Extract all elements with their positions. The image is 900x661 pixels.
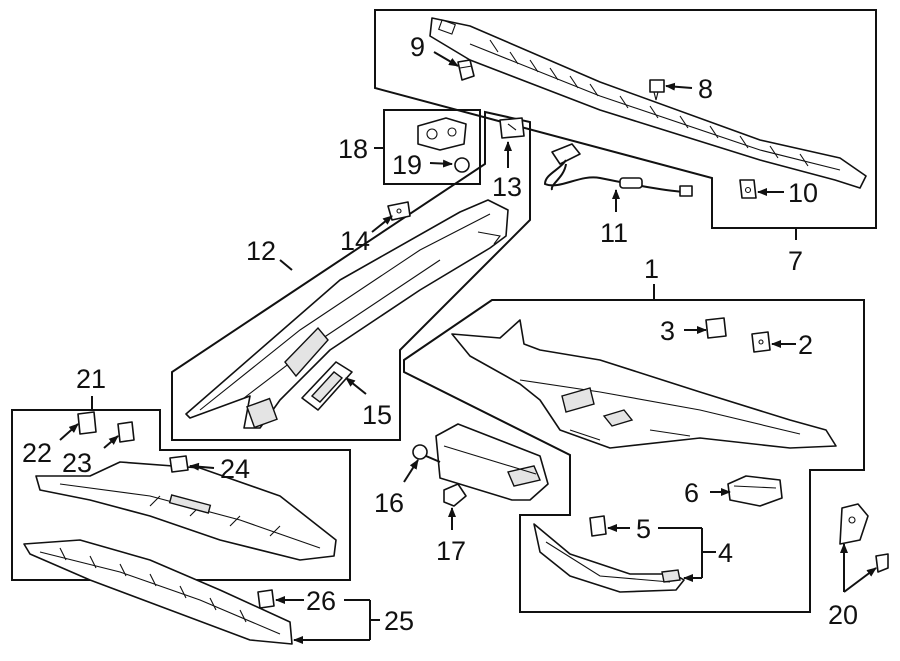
part-19-nut: [454, 157, 470, 173]
callout-9: 9: [410, 32, 425, 62]
callout-11: 11: [600, 218, 628, 248]
part-7-cross-bar: [429, 17, 867, 189]
part-20-bracket: [839, 503, 889, 573]
part-3-clip: [705, 317, 727, 339]
callout-7: 7: [788, 246, 803, 276]
callout-13: 13: [492, 172, 522, 202]
callout-26: 26: [306, 586, 336, 616]
callout-23: 23: [62, 448, 92, 478]
group-box-7: [374, 9, 877, 229]
callout-14: 14: [340, 226, 370, 256]
callout-labels: 1 2 3 4 5 6 7 8 9 10 11 12 13 14 15 16 1…: [22, 32, 858, 636]
callout-19: 19: [392, 150, 422, 180]
callout-16: 16: [374, 488, 404, 518]
leader-lines: [59, 51, 877, 644]
callout-24: 24: [220, 454, 250, 484]
part-23-clip: [117, 421, 135, 443]
part-9-clip: [457, 59, 475, 81]
callout-3: 3: [660, 316, 675, 346]
callout-25: 25: [384, 606, 414, 636]
part-8-screw: [649, 79, 665, 101]
part-13-clip: [499, 117, 525, 139]
callout-21: 21: [76, 364, 106, 394]
callout-10: 10: [788, 178, 818, 208]
callout-20: 20: [828, 600, 858, 630]
part-4-trim-panel: [533, 523, 685, 593]
part-17-visor-clip: [443, 483, 467, 507]
part-5-clip: [589, 515, 607, 537]
callout-1: 1: [644, 254, 659, 284]
callout-17: 17: [436, 536, 466, 566]
part-6-lamp: [727, 475, 783, 507]
part-10-clip: [739, 179, 757, 199]
group-box-12: [171, 110, 531, 441]
part-24-clip: [169, 455, 189, 473]
part-2-clip: [751, 331, 771, 353]
callout-22: 22: [22, 438, 52, 468]
callout-4: 4: [718, 538, 733, 568]
part-25-sill-plate: [23, 539, 293, 645]
group-box-1: [403, 299, 865, 613]
part-22-clip: [77, 411, 97, 435]
part-12-pillar-trim: [185, 199, 509, 429]
callout-18: 18: [338, 134, 368, 164]
part-26-clip: [257, 589, 275, 609]
part-18-bracket: [417, 117, 467, 151]
callout-2: 2: [798, 330, 813, 360]
part-14-clip: [387, 201, 411, 221]
part-11-wire-harness: [543, 143, 693, 197]
part-1-headliner: [451, 319, 837, 449]
callout-5: 5: [636, 514, 651, 544]
callout-15: 15: [362, 400, 392, 430]
part-16-sun-visor: [412, 423, 549, 501]
part-21-rear-panel: [35, 461, 337, 561]
group-box-21: [11, 409, 351, 581]
callout-8: 8: [698, 74, 713, 104]
callout-12: 12: [246, 236, 276, 266]
part-15-grab-handle: [301, 361, 353, 411]
callout-6: 6: [684, 478, 699, 508]
